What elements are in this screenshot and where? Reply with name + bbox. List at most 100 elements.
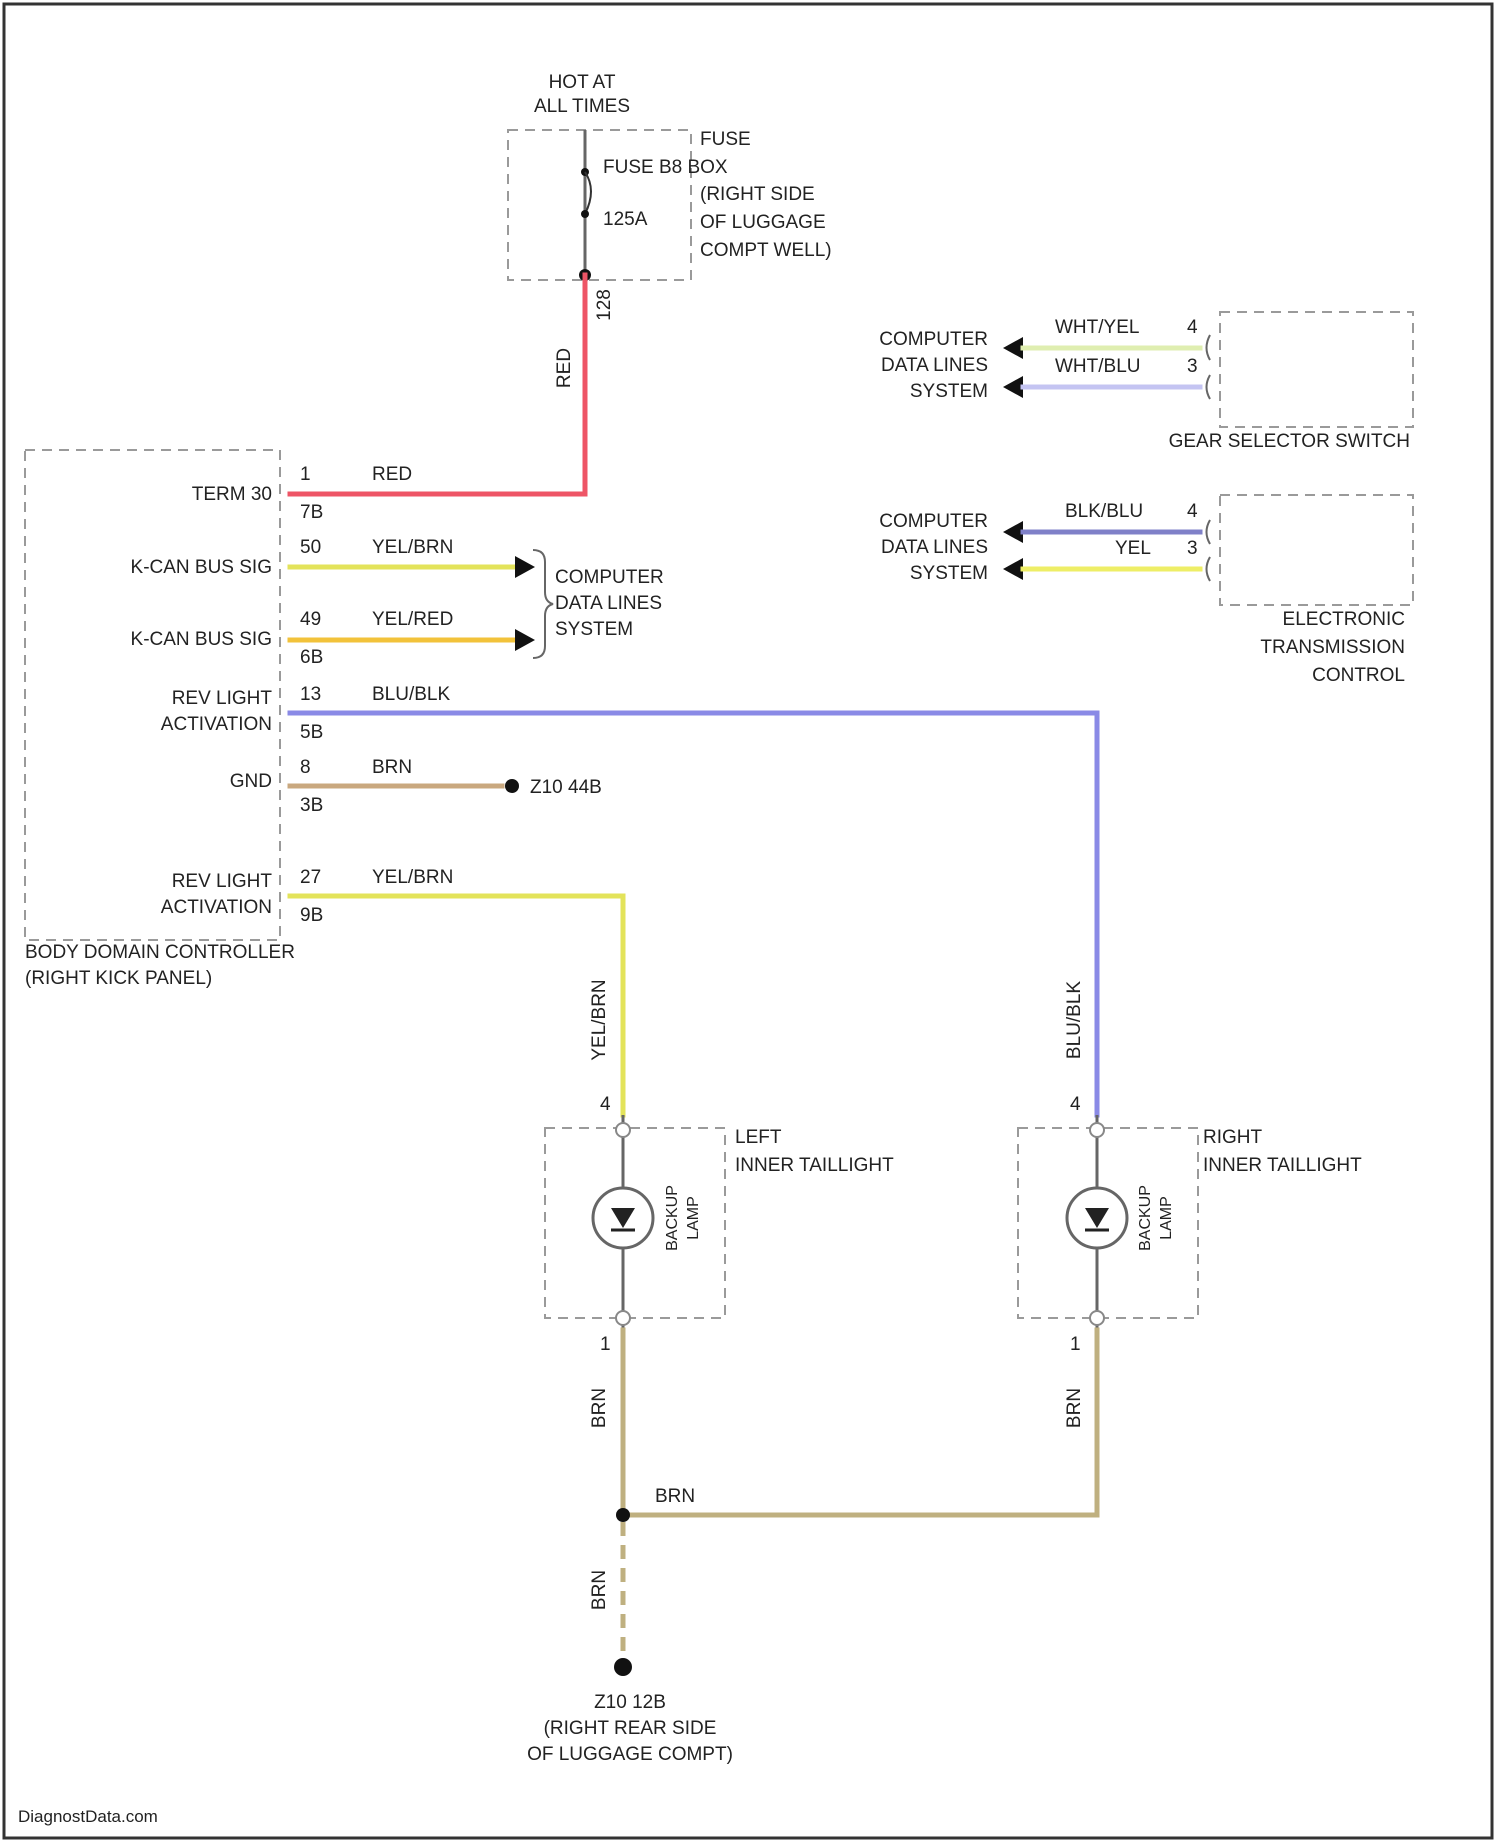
bdc-pin13-bot: 5B [300,722,323,743]
etc-wire1-arrow-icon [1003,521,1023,543]
bdc-pin1-wire-label: RED [372,464,412,485]
right-lamp-pin-bottom [1090,1311,1104,1325]
fuse-box-outline [508,130,691,280]
right-taillight-name2: INNER TAILLIGHT [1203,1155,1362,1176]
bdc-term30-label: TERM 30 [192,484,272,505]
bdc-pin27-top: 27 [300,867,321,888]
left-wire-out-label: BRN [589,1388,610,1428]
bdc-pin8-top: 8 [300,757,311,778]
diagram-frame [4,4,1492,1838]
bdc-kcan1-label: K-CAN BUS SIG [131,557,272,578]
fuse-pin-label: 128 [594,289,615,321]
right-wire-out-label: BRN [1064,1388,1085,1428]
fuse-label-1: FUSE [700,129,751,150]
all-times-label: ALL TIMES [534,96,630,117]
bdc-pin49-top: 49 [300,609,321,630]
bdc-pin1-top: 1 [300,464,311,485]
gear-connector-brace [1207,335,1211,399]
bdc-pin8-wire-label: BRN [372,757,412,778]
wire-yel-brn-rev [290,896,623,1115]
bdc-cdl-line2: DATA LINES [555,593,662,614]
bdc-cdl-line3: SYSTEM [555,619,633,640]
right-pin-in: 4 [1070,1094,1081,1115]
etc-name-line1: ELECTRONIC [1283,609,1405,630]
gear-cdl-line3: SYSTEM [910,381,988,402]
gear-selector-name: GEAR SELECTOR SWITCH [1169,431,1410,452]
splice-wire-label: BRN [655,1486,695,1507]
gear-wire1-arrow-icon [1003,337,1023,359]
right-pin-out: 1 [1070,1334,1081,1355]
left-lamp-label2: LAMP [685,1196,702,1240]
bdc-cdl-brace [533,550,553,658]
fuse-label-2: FUSE B8 BOX [603,157,728,178]
etc-outline [1220,495,1413,605]
fuse-label-3: (RIGHT SIDE [700,184,815,205]
bdc-pin27-bot: 9B [300,905,323,926]
fuse-label-4: OF LUGGAGE [700,212,826,233]
gear-wire2-arrow-icon [1003,376,1023,398]
bdc-rev1-label1: REV LIGHT [172,688,273,709]
hot-at-label: HOT AT [549,72,616,93]
bdc-rev2-label2: ACTIVATION [161,897,272,918]
bdc-pin49-bot: 6B [300,647,323,668]
bdc-pin27-wire-label: YEL/BRN [372,867,453,888]
gear-selector-outline [1220,312,1413,427]
bdc-rev1-label2: ACTIVATION [161,714,272,735]
left-wire-in-label: YEL/BRN [589,979,610,1060]
etc-cdl-line2: DATA LINES [881,537,988,558]
bdc-pin1-bot: 7B [300,502,323,523]
ground-label3: OF LUGGAGE COMPT) [527,1744,733,1765]
gear-cdl-line1: COMPUTER [879,329,988,350]
left-pin-in: 4 [600,1094,611,1115]
gear-wire1-label: WHT/YEL [1055,317,1139,338]
right-lamp-label1: BACKUP [1137,1185,1154,1251]
bdc-name-line1: BODY DOMAIN CONTROLLER [25,942,295,963]
red-vertical-label: RED [554,348,575,388]
gear-cdl-line2: DATA LINES [881,355,988,376]
right-taillight-name1: RIGHT [1203,1127,1263,1148]
etc-connector-brace [1207,520,1211,581]
right-lamp-pin-top [1090,1123,1104,1137]
bdc-cdl-line1: COMPUTER [555,567,664,588]
bdc-gnd-label: GND [230,771,272,792]
etc-name-line2: TRANSMISSION [1260,637,1405,658]
bdc-ground-label: Z10 44B [530,777,602,798]
bdc-kcan2-label: K-CAN BUS SIG [131,629,272,650]
bdc-name-line2: (RIGHT KICK PANEL) [25,968,212,989]
etc-cdl-line1: COMPUTER [879,511,988,532]
fuse-label-5: COMPT WELL) [700,240,832,261]
ground-label1: Z10 12B [594,1692,666,1713]
ground-splice-dot [616,1508,630,1522]
wire-red-term30 [290,275,585,494]
ground-point-dot [614,1658,632,1676]
left-lamp-pin-top [616,1123,630,1137]
fuse-rating: 125A [603,209,648,230]
etc-wire2-arrow-icon [1003,558,1023,580]
etc-wire1-label: BLK/BLU [1065,501,1143,522]
etc-pin4: 4 [1187,501,1198,522]
right-wire-in-label: BLU/BLK [1064,981,1085,1059]
bdc-pin50-wire-label: YEL/BRN [372,537,453,558]
bdc-pin13-top: 13 [300,684,321,705]
bdc-pin50-top: 50 [300,537,321,558]
gear-pin3: 3 [1187,356,1198,377]
kcan2-arrow-icon [515,629,535,651]
fuse-terminal-bottom [581,210,589,218]
footer-brand: DiagnostData.com [18,1807,158,1826]
gear-wire2-label: WHT/BLU [1055,356,1141,377]
kcan1-arrow-icon [515,556,535,578]
gear-pin4: 4 [1187,317,1198,338]
etc-name-line3: CONTROL [1312,665,1405,686]
bdc-pin13-wire-label: BLU/BLK [372,684,450,705]
etc-wire2-label: YEL [1115,538,1151,559]
left-lamp-label1: BACKUP [664,1185,681,1251]
bdc-pin49-wire-label: YEL/RED [372,609,453,630]
ground-drop-label: BRN [589,1570,610,1610]
bdc-ground-dot [505,779,519,793]
etc-cdl-line3: SYSTEM [910,563,988,584]
left-pin-out: 1 [600,1334,611,1355]
left-taillight-name1: LEFT [735,1127,782,1148]
right-lamp-label2: LAMP [1158,1196,1175,1240]
left-taillight-name2: INNER TAILLIGHT [735,1155,894,1176]
